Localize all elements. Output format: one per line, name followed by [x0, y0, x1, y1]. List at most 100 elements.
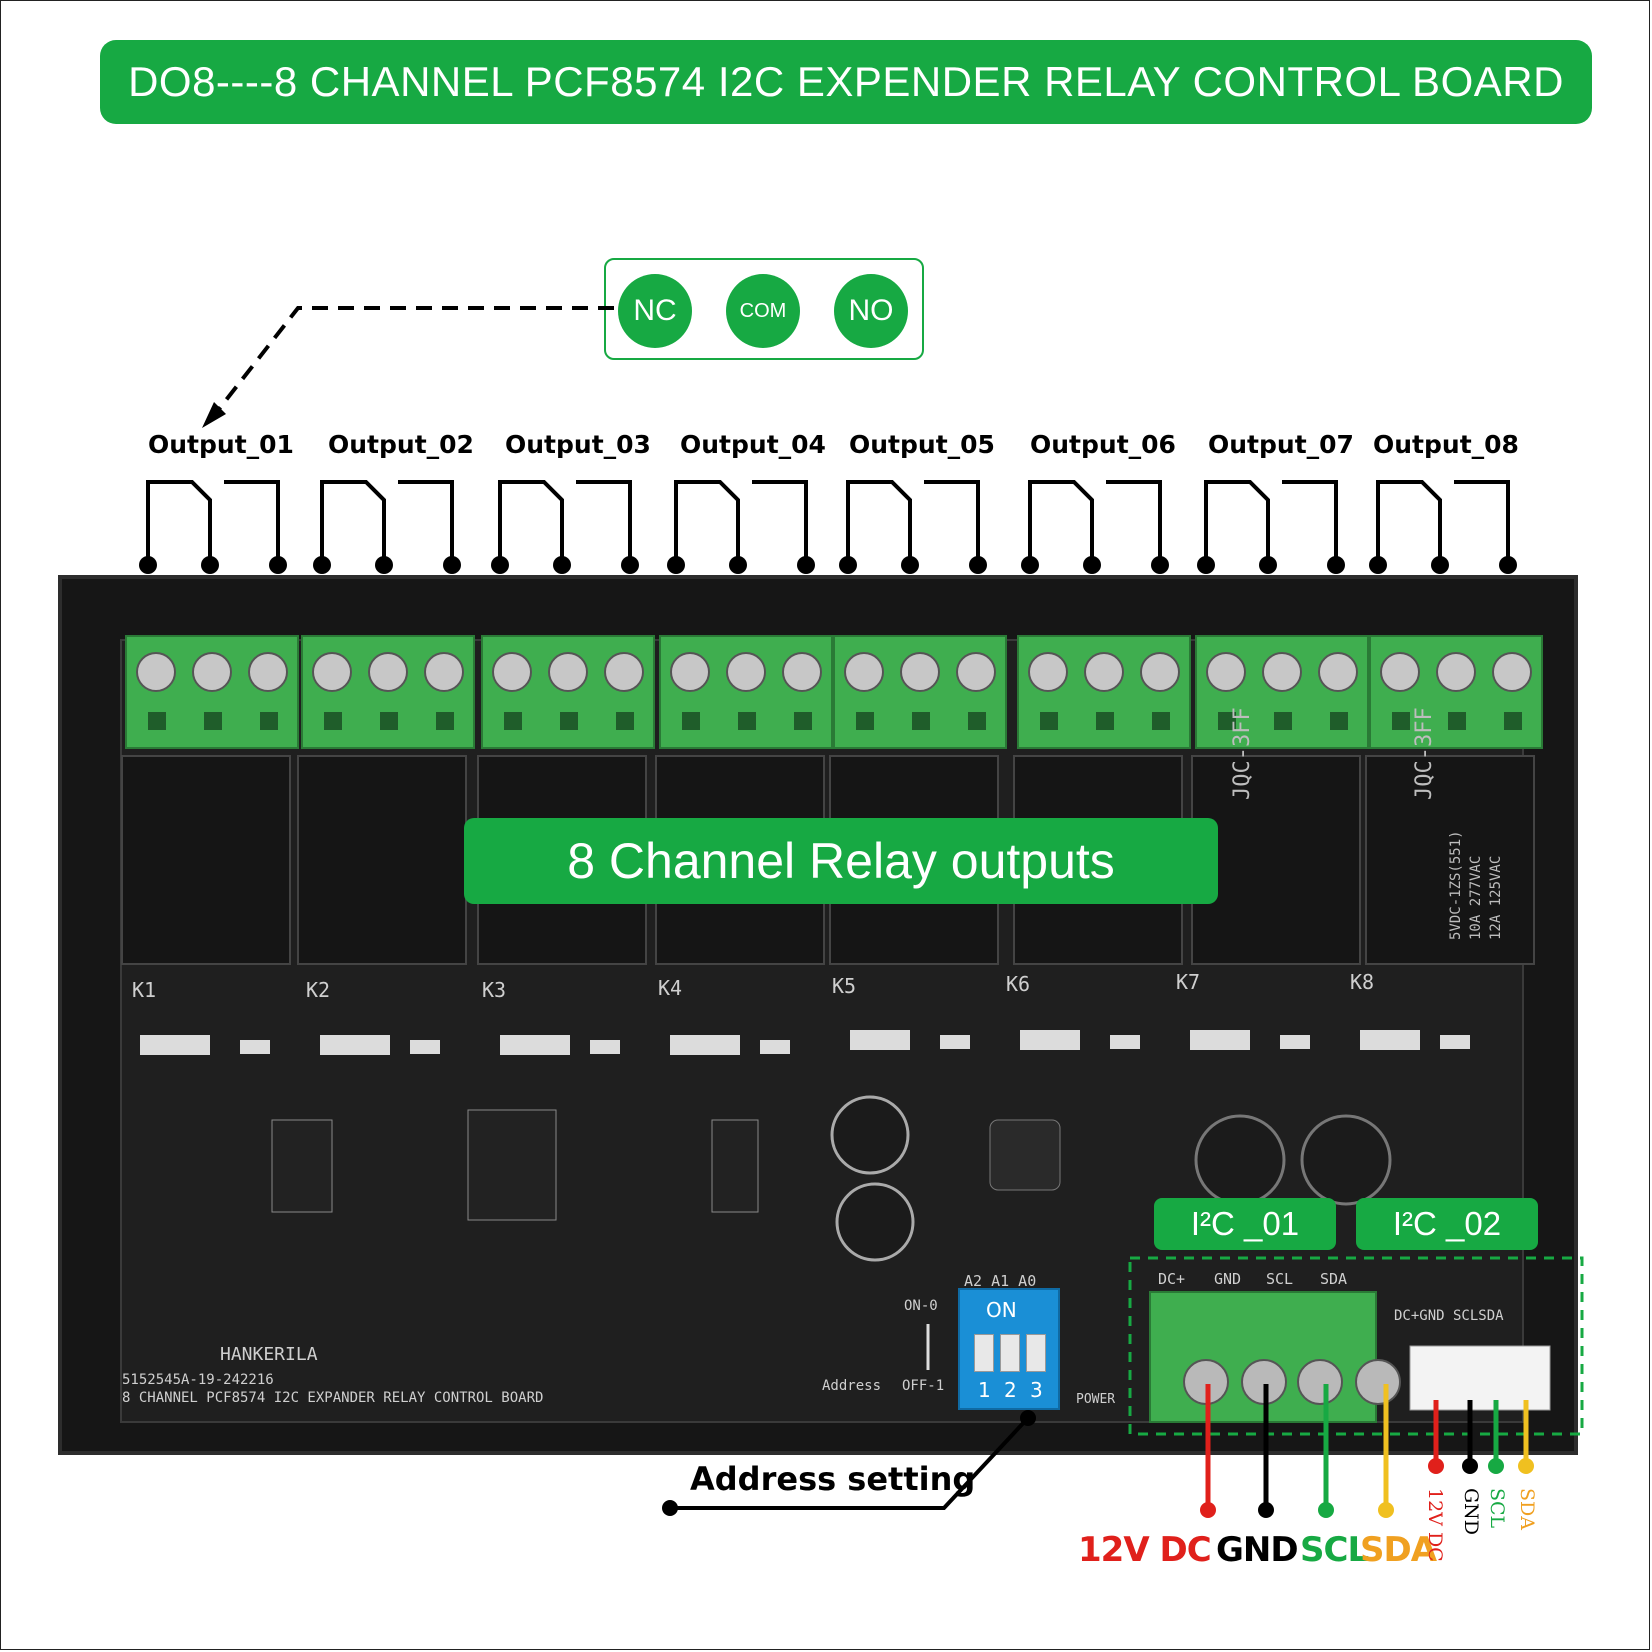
wire-label-sda: SDA	[1360, 1530, 1437, 1570]
terminal-slot-8-2	[1448, 712, 1466, 730]
terminal-screw-8-3	[1492, 652, 1532, 692]
terminal-slot-6-3	[1152, 712, 1170, 730]
output-label-08: Output_08	[1373, 430, 1519, 459]
pin-label-scl: SCL	[1266, 1270, 1294, 1288]
address-dip-switch[interactable]: ON 1 2 3	[958, 1288, 1060, 1410]
relay-symbol-no-6	[1106, 480, 1162, 565]
dip-switch-2[interactable]	[1000, 1334, 1020, 1372]
relay-symbols	[139, 480, 1517, 574]
relay-model-k8: JQC-3FF	[1412, 707, 1437, 800]
relay-body-k7	[1191, 755, 1361, 965]
relay-symbol-5	[846, 480, 912, 565]
terminal-legend: NC COM NO	[604, 258, 924, 360]
terminal-screw-5-2	[900, 652, 940, 692]
relay-symbol-1	[146, 480, 212, 565]
terminal-screw-8-1	[1380, 652, 1420, 692]
relay-rating-k8-line1: 5VDC-1ZS(551)	[1448, 830, 1464, 940]
wire-vlabel-scl: SCL	[1486, 1488, 1508, 1529]
jst-connector	[1409, 1345, 1551, 1411]
relay-pin-4-3	[797, 556, 815, 574]
dip-number-1: 1	[978, 1378, 991, 1402]
relay-pin-8-1	[1369, 556, 1387, 574]
terminal-slot-7-3	[1330, 712, 1348, 730]
smd-components	[140, 1030, 1470, 1055]
terminal-slot-2-1	[324, 712, 342, 730]
relay-symbol-no-5	[924, 480, 980, 565]
i2c-port-01-tag: I²C _01	[1154, 1198, 1336, 1250]
dip-address-word: Address	[822, 1378, 882, 1394]
relay-symbol-4	[674, 480, 740, 565]
terminal-screw-2-2	[368, 652, 408, 692]
terminal-screw-7-1	[1206, 652, 1246, 692]
ic-chips	[271, 1109, 759, 1221]
dip-off-mark: OFF-1	[902, 1378, 945, 1394]
relay-pin-7-2	[1259, 556, 1277, 574]
terminal-slot-1-2	[204, 712, 222, 730]
relay-pin-8-2	[1431, 556, 1449, 574]
relay-rating-k8-line3: 12A 125VAC	[1488, 855, 1504, 940]
relay-id-k1: K1	[132, 978, 157, 1002]
terminal-screw-4-1	[670, 652, 710, 692]
relay-pin-5-2	[901, 556, 919, 574]
terminal-slot-4-3	[794, 712, 812, 730]
relay-pin-7-1	[1197, 556, 1215, 574]
relay-pin-1-3	[269, 556, 287, 574]
terminal-screw-7-3	[1318, 652, 1358, 692]
relay-pin-2-1	[313, 556, 331, 574]
terminal-slot-7-2	[1274, 712, 1292, 730]
terminal-slot-6-2	[1096, 712, 1114, 730]
terminal-screw-1-2	[192, 652, 232, 692]
dip-switch-1[interactable]	[974, 1334, 994, 1372]
terminal-blocks	[125, 635, 1543, 749]
dip-switch-3[interactable]	[1026, 1334, 1046, 1372]
terminal-screw-5-3	[956, 652, 996, 692]
terminal-screw-8-2	[1436, 652, 1476, 692]
terminal-screw-6-3	[1140, 652, 1180, 692]
terminal-slot-3-3	[616, 712, 634, 730]
terminal-screw-1-1	[136, 652, 176, 692]
terminal-slot-8-3	[1504, 712, 1522, 730]
output-label-07: Output_07	[1208, 430, 1354, 459]
terminal-slot-5-3	[968, 712, 986, 730]
relay-pin-6-1	[1021, 556, 1039, 574]
pin-label-sda: SDA	[1320, 1270, 1348, 1288]
relay-pin-2-3	[443, 556, 461, 574]
com-terminal-badge: COM	[726, 274, 800, 348]
terminal-screw-5-1	[844, 652, 884, 692]
terminal-screw-1-3	[248, 652, 288, 692]
capacitors	[830, 1095, 1392, 1262]
output-label-03: Output_03	[505, 430, 651, 459]
terminal-screw-2-3	[424, 652, 464, 692]
title-text: DO8----8 CHANNEL PCF8574 I2C EXPENDER RE…	[128, 58, 1564, 105]
terminal-slot-5-1	[856, 712, 874, 730]
connector-area-outline	[1128, 1256, 1584, 1436]
wire-vlabel-gnd: GND	[1460, 1488, 1482, 1536]
terminal-screw-3-2	[548, 652, 588, 692]
power-i2c-terminal	[1149, 1291, 1401, 1423]
board-code-silkscreen: 5152545A-19-242216	[122, 1372, 274, 1388]
terminal-screw-4-3	[782, 652, 822, 692]
relay-model-k7: JQC-3FF	[1230, 707, 1255, 800]
wire-label-scl: SCL	[1300, 1530, 1369, 1570]
nc-pointer-arrow	[210, 306, 614, 420]
relay-pin-4-1	[667, 556, 685, 574]
relay-symbol-6	[1028, 480, 1094, 565]
relay-id-k7: K7	[1176, 970, 1201, 994]
nc-terminal-badge: NC	[618, 274, 692, 348]
relay-pin-1-1	[139, 556, 157, 574]
output-label-01: Output_01	[148, 430, 294, 459]
output-label-06: Output_06	[1030, 430, 1176, 459]
i2c-port-02-tag: I²C _02	[1356, 1198, 1538, 1250]
relay-pin-4-2	[729, 556, 747, 574]
power-led-label: POWER	[1076, 1392, 1116, 1407]
pin-label-gnd: GND	[1214, 1270, 1242, 1288]
terminal-slot-8-1	[1392, 712, 1410, 730]
dip-header-label: A2 A1 A0	[964, 1272, 1037, 1290]
dip-on-text: ON	[986, 1298, 1017, 1322]
relay-id-k2: K2	[306, 978, 331, 1002]
relay-body-k1	[121, 755, 291, 965]
terminal-slot-4-1	[682, 712, 700, 730]
relay-pin-5-3	[969, 556, 987, 574]
relay-pin-1-2	[201, 556, 219, 574]
